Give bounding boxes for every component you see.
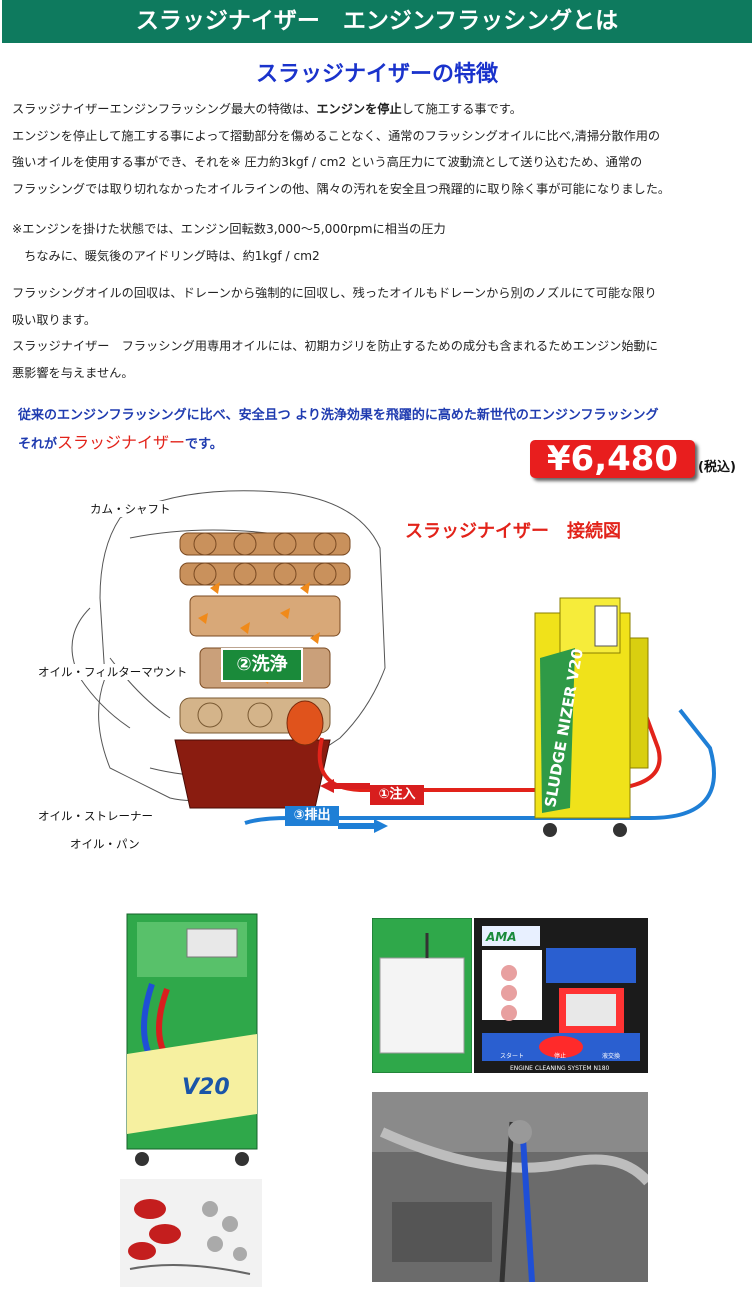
engine-bay-photo — [372, 1092, 648, 1282]
tagline-product-name: スラッジナイザー — [57, 433, 186, 452]
recovery-line-2: 吸い取ります。 — [12, 312, 97, 327]
intro-paragraph: スラッジナイザーエンジンフラッシング最大の特徴は、エンジンを停止して施工する事で… — [12, 96, 747, 202]
step-drain-label: ③排出 — [285, 806, 339, 826]
intro-line-2: エンジンを停止して施工する事によって摺動部分を傷めることなく、通常のフラッシング… — [12, 128, 661, 143]
pressure-note: ※エンジンを掛けた状態では、エンジン回転数3,000～5,000rpmに相当の圧… — [12, 216, 747, 269]
recovery-line-3: スラッジナイザー フラッシング用専用オイルには、初期カジリを防止するための成分も… — [12, 339, 658, 353]
panel-stop: 停止 — [554, 1052, 566, 1060]
attachments-photo — [120, 1179, 262, 1287]
machine-photo: V20 — [126, 913, 258, 1166]
callout-oil-filter-mount: オイル・フィルターマウント — [38, 664, 188, 680]
panel-brand: AMA — [485, 930, 517, 944]
drain-arrow-icon — [338, 819, 388, 833]
step-wash-label: ②洗浄 — [221, 648, 303, 682]
intro-line-1a: スラッジナイザーエンジンフラッシング最大の特徴は、 — [12, 102, 317, 116]
note-line-1: ※エンジンを掛けた状態では、エンジン回転数3,000～5,000rpmに相当の圧… — [12, 222, 446, 236]
tagline-prefix: それが — [18, 437, 58, 452]
intro-line-1c: して施工する事です。 — [401, 102, 522, 116]
tagline-line-2: それがスラッジナイザーです。 — [18, 429, 659, 458]
panel-footer: ENGINE CLEANING SYSTEM N180 — [510, 1065, 610, 1072]
panel-change: 液交換 — [602, 1052, 620, 1060]
tax-label: (税込) — [698, 460, 736, 475]
recovery-line-4: 悪影響を与えません。 — [12, 365, 134, 380]
inject-arrow-icon — [320, 779, 370, 793]
intro-emphasis: エンジンを停止 — [316, 102, 402, 116]
intro-line-4: フラッシングでは取り切れなかったオイルラインの他、隅々の汚れを安全且つ飛躍的に取… — [12, 181, 671, 196]
drain-hose — [244, 708, 716, 825]
callout-camshaft: カム・シャフト — [90, 501, 171, 517]
price-badge: ¥6,480 — [530, 440, 695, 478]
intro-line-3: 強いオイルを使用する事ができ、それを※ 圧力約3kgf / cm2 という高圧力… — [12, 155, 643, 169]
tank-photo — [372, 918, 472, 1073]
callout-oil-pan: オイル・パン — [70, 836, 140, 852]
oil-pan — [174, 739, 331, 809]
oil-filter-adapter — [286, 700, 324, 746]
step-inject-label: ①注入 — [370, 785, 424, 805]
recovery-paragraph: フラッシングオイルの回収は、ドレーンから強制的に回収し、残ったオイルもドレーンか… — [12, 280, 747, 386]
tagline-suffix: です。 — [185, 437, 223, 452]
callout-oil-strainer: オイル・ストレーナー — [38, 808, 153, 824]
diagram-title: スラッジナイザー 接続図 — [405, 521, 621, 542]
panel-start: スタート — [500, 1052, 524, 1060]
tagline: 従来のエンジンフラッシングに比べ、安全且つ より洗浄効果を飛躍的に高めた新世代の… — [18, 402, 659, 458]
machine-photo-label: V20 — [182, 1075, 230, 1100]
tagline-line-1: 従来のエンジンフラッシングに比べ、安全且つ より洗浄効果を飛躍的に高めた新世代の… — [18, 408, 659, 423]
control-panel-photo: AMA スタート 停止 液交換 ENGINE CLEANING SYSTEM N… — [474, 918, 648, 1073]
page-header-banner: スラッジナイザー エンジンフラッシングとは — [2, 0, 752, 43]
note-line-2: ちなみに、暖気後のアイドリング時は、約1kgf / cm2 — [12, 248, 320, 263]
feature-title: スラッジナイザーの特徴 — [255, 62, 498, 87]
sludge-nizer-machine: SLUDGE NIZER V20 — [534, 597, 649, 837]
recovery-line-1: フラッシングオイルの回収は、ドレーンから強制的に回収し、残ったオイルもドレーンか… — [12, 286, 657, 300]
